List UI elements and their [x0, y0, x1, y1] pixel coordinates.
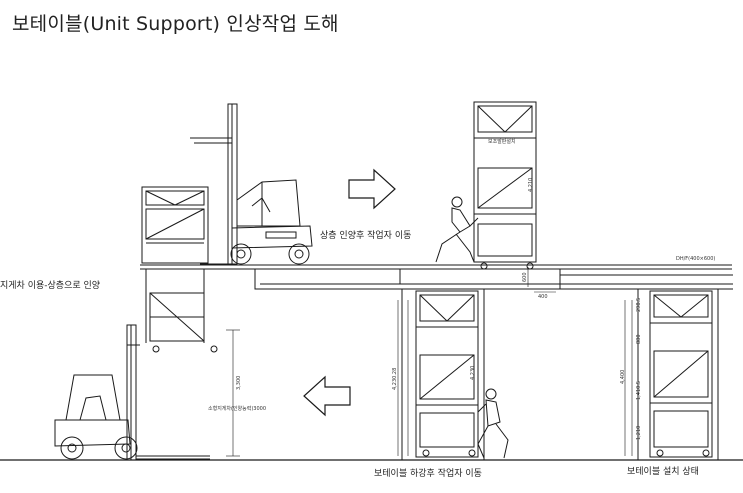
support-frame-upper-left [141, 186, 209, 264]
dim-4230-b: 4,230 [470, 366, 476, 380]
support-frame-upper-middle [473, 101, 537, 270]
dim-note-mid: 소형지게차(인양능력)3000 [208, 405, 266, 412]
label-installed: 보테이블 설치 상태 [627, 465, 699, 477]
dim-1210: 1,210 [636, 426, 642, 440]
page-title: 보테이블(Unit Support) 인상작업 도해 [12, 13, 339, 35]
forklift-upper [190, 103, 313, 265]
label-upper-move: 상층 인양후 작업자 이동 [320, 230, 411, 241]
dim-4230-a: 4,230.28 [392, 368, 398, 390]
arrow-right-icon [348, 168, 396, 210]
forklift-lower [54, 324, 210, 461]
label-lower-move: 보테이블 하강후 작업자 이동 [374, 468, 482, 479]
dim-298: 298.5 [636, 298, 642, 312]
dim-slab-note: DH/F(400×600) [676, 256, 715, 262]
dim-3300: 3,300 [236, 376, 242, 390]
dim-beam-tag: 보조발판설치 [488, 138, 516, 145]
dim-600: 600 [522, 272, 528, 282]
worker-upper [435, 196, 479, 263]
support-frame-hanging [145, 269, 218, 353]
support-frame-installed [649, 290, 713, 458]
dim-880: 880 [636, 334, 642, 344]
dim-4210: 4,210 [528, 178, 534, 192]
lower-columns [401, 289, 719, 460]
dim-400: 400 [538, 294, 548, 300]
worker-lower [477, 388, 509, 459]
dim-4400: 4,400 [620, 370, 626, 384]
arrow-left-icon [303, 375, 351, 417]
upper-slab [140, 264, 733, 290]
support-frame-lower-middle [415, 290, 479, 458]
dimension-lines [226, 267, 633, 457]
dim-1410: 1,410.5 [636, 381, 642, 400]
label-left-lift: 지게차 이용-상층으로 인양 [0, 279, 100, 291]
